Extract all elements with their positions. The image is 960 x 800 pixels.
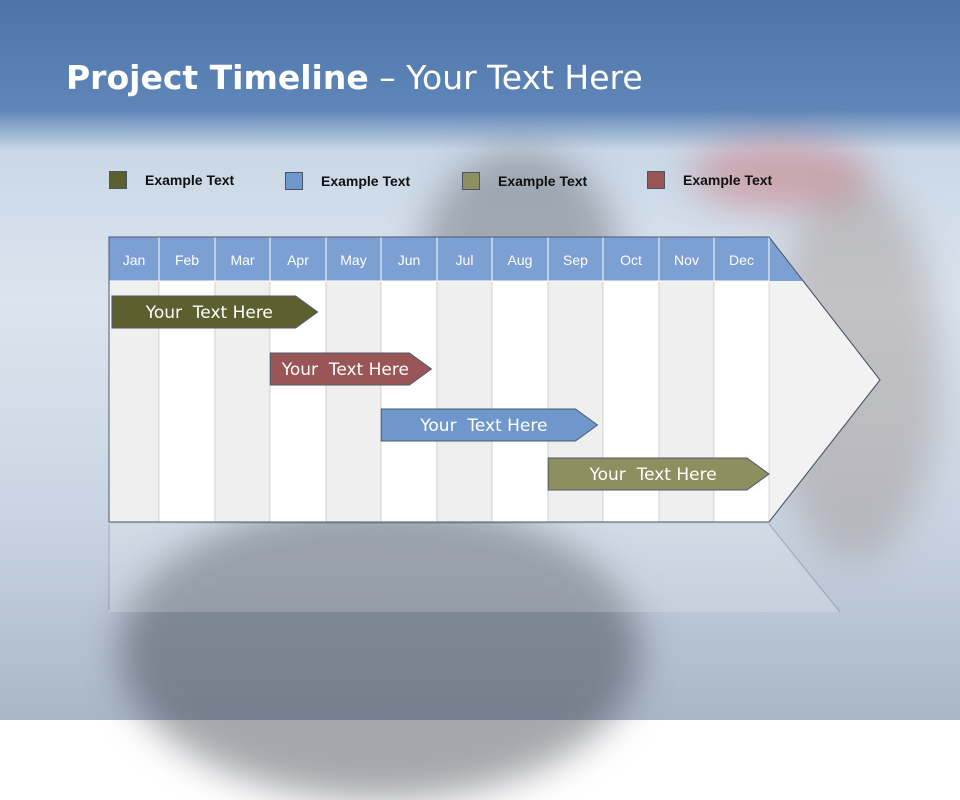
month-header-cell (380, 236, 438, 282)
month-column (325, 280, 382, 523)
month-label: Aug (508, 252, 533, 268)
reflection-edge (768, 523, 841, 613)
month-header-cell (547, 236, 604, 282)
legend-item: Example Text (647, 171, 772, 189)
month-label: Jul (456, 252, 474, 268)
month-label: Apr (287, 252, 309, 268)
month-label: Dec (729, 252, 754, 268)
legend-label: Example Text (321, 173, 411, 189)
month-header-cell (602, 236, 660, 282)
month-label: Sep (563, 252, 588, 268)
task-arrow (380, 408, 599, 442)
month-label: Oct (620, 252, 642, 268)
month-label: Jan (123, 252, 146, 268)
month-header-cell (158, 236, 216, 282)
timeline-arrow-outline (108, 236, 881, 523)
task-label: Your Text Here (145, 303, 273, 323)
legend-item: Example Text (109, 171, 234, 189)
month-label: Nov (674, 252, 699, 268)
legend-item: Example Text (462, 172, 587, 190)
legend-swatch (647, 171, 665, 189)
slide-title: Project Timeline – Your Text Here (66, 58, 643, 97)
month-header-cell (491, 236, 549, 282)
month-column (491, 280, 549, 523)
timeline-diagram: Jan Feb Mar Apr May Jun Jul Aug Sep Oct Nov DecYour… (108, 236, 881, 613)
legend-label: Example Text (498, 173, 588, 189)
month-label: Feb (175, 252, 199, 268)
legend-label: Example Text (145, 172, 235, 188)
background-photo-dart (690, 140, 870, 210)
month-header-cell (436, 236, 493, 282)
task-label: Your Text Here (281, 360, 409, 380)
month-column (380, 280, 438, 523)
month-header-cell (214, 236, 271, 282)
task-arrow (547, 457, 770, 491)
title-bold: Project Timeline (66, 58, 369, 97)
month-label: Mar (230, 252, 254, 268)
legend-swatch (462, 172, 480, 190)
legend-swatch (109, 171, 127, 189)
legend-swatch (285, 172, 303, 190)
legend-label: Example Text (683, 172, 773, 188)
legend-item: Example Text (285, 172, 410, 190)
task-label: Your Text Here (588, 465, 716, 485)
month-label: Jun (398, 252, 421, 268)
month-label: May (340, 252, 366, 268)
timeline-reflection (109, 524, 840, 612)
task-label: Your Text Here (419, 416, 547, 436)
title-rest: – Your Text Here (368, 58, 643, 97)
month-column (436, 280, 493, 523)
task-arrow (269, 352, 433, 386)
month-header-cell (269, 236, 327, 282)
task-arrow (111, 295, 319, 329)
month-header-cell (108, 236, 160, 282)
